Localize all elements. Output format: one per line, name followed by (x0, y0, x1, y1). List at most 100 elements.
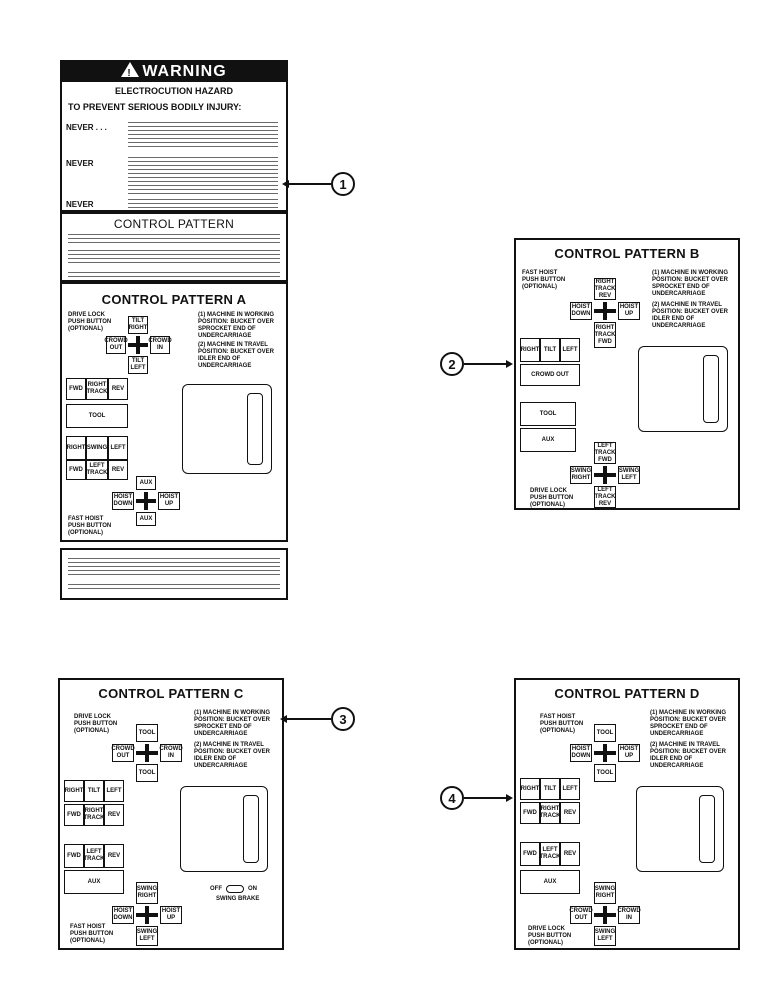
key-left: LEFT (560, 778, 580, 800)
key-left-track: LEFT TRACK (540, 842, 561, 866)
key-tilt: TILT (540, 778, 560, 800)
leader-line (289, 183, 331, 185)
key-right: RIGHT (520, 778, 540, 800)
fast-hoist-note: FAST HOIST PUSH BUTTON (OPTIONAL) (70, 924, 114, 944)
travel-position-note: (2) MACHINE IN TRAVEL POSITION: BUCKET O… (650, 742, 727, 769)
leader-line (464, 797, 506, 799)
travel-position-note: (2) MACHINE IN TRAVEL POSITION: BUCKET O… (194, 742, 271, 769)
notice-text (68, 234, 280, 244)
fast-hoist-note: FAST HOIST PUSH BUTTON (OPTIONAL) (522, 270, 566, 290)
key-crowd-out: CROWD OUT (569, 906, 593, 924)
key-aux: AUX (64, 870, 124, 894)
key-hoist-up: HOIST UP (618, 302, 640, 320)
pattern-b-title: CONTROL PATTERN B (554, 246, 700, 261)
joystick-cross-icon (136, 744, 158, 762)
key-right-track: RIGHT TRACK (84, 804, 105, 826)
key-right: RIGHT (520, 338, 540, 362)
key-hoist-up: HOIST UP (160, 906, 182, 924)
swing-brake-label: SWING BRAKE (216, 896, 260, 902)
notice-text (68, 272, 280, 278)
operator-seat-icon (182, 384, 272, 474)
pattern-a-title: CONTROL PATTERN A (101, 292, 247, 307)
notice-text (68, 558, 280, 576)
fast-hoist-note: FAST HOIST PUSH BUTTON (OPTIONAL) (540, 714, 584, 734)
key-aux: AUX (520, 428, 576, 452)
drive-lock-note: DRIVE LOCK PUSH BUTTON (OPTIONAL) (530, 488, 574, 508)
warning-text (128, 122, 278, 150)
drive-lock-note: DRIVE LOCK PUSH BUTTON (OPTIONAL) (74, 714, 118, 734)
key-tilt-left: TILT LEFT (128, 356, 148, 374)
key-hoist-down: HOIST DOWN (570, 744, 592, 762)
warning-decal: WARNING ELECTROCUTION HAZARD TO PREVENT … (60, 60, 288, 212)
callout-3: 3 (331, 707, 355, 731)
key-swing: SWING (86, 436, 108, 460)
key-fwd: FWD (64, 804, 84, 826)
key-out: CROWD OUT (520, 364, 580, 386)
key-left: LEFT (560, 338, 580, 362)
key-right: RIGHT (64, 780, 84, 802)
key-tool: TOOL (66, 404, 128, 428)
key-right-track-rev: RIGHT TRACK REV (594, 278, 616, 300)
key-left: LEFT (104, 780, 124, 802)
operator-seat-icon (636, 786, 724, 872)
key-tilt-right: TILT RIGHT (128, 316, 148, 334)
drive-lock-note: DRIVE LOCK PUSH BUTTON (OPTIONAL) (68, 312, 112, 332)
key-rev: REV (560, 802, 580, 824)
key-hoist-up: HOIST UP (158, 492, 180, 510)
notice-text (68, 584, 280, 590)
key-crowd-out: CROWD OUT (111, 744, 135, 762)
key-rev: REV (108, 378, 128, 400)
joystick-cross-icon (136, 906, 158, 924)
key-crowd-in: CROWD IN (159, 744, 183, 762)
pattern-c-title: CONTROL PATTERN C (98, 686, 244, 701)
key-swing-right: SWING RIGHT (570, 466, 592, 484)
key-aux: AUX (520, 870, 580, 894)
key-left-track: LEFT TRACK (86, 460, 108, 480)
drive-lock-note: DRIVE LOCK PUSH BUTTON (OPTIONAL) (528, 926, 572, 946)
control-pattern-d: CONTROL PATTERN D FAST HOIST PUSH BUTTON… (514, 678, 740, 950)
key-swing-right: SWING RIGHT (594, 882, 616, 904)
key-hoist-down: HOIST DOWN (112, 906, 134, 924)
key-left: LEFT (108, 436, 128, 460)
operator-seat-icon (180, 786, 268, 872)
key-left-track-fwd: LEFT TRACK FWD (594, 442, 616, 464)
key-crowd-in: CROWD IN (148, 336, 172, 354)
notice-title: CONTROL PATTERN (113, 217, 235, 231)
swing-brake-off: OFF (210, 886, 222, 892)
key-fwd: FWD (64, 844, 84, 868)
pattern-d-title: CONTROL PATTERN D (554, 686, 700, 701)
key-aux: AUX (136, 512, 156, 526)
warning-triangle-icon (121, 62, 140, 84)
key-rev: REV (104, 804, 124, 826)
key-fwd: FWD (520, 802, 540, 824)
working-position-note: (1) MACHINE IN WORKING POSITION: BUCKET … (198, 312, 275, 339)
key-right-track: RIGHT TRACK (540, 802, 561, 824)
key-rev: REV (108, 460, 128, 480)
key-crowd-out: CROWD OUT (104, 336, 128, 354)
leader-arrow-icon (506, 794, 513, 802)
joystick-cross-icon (594, 744, 616, 762)
key-swing-right: SWING RIGHT (136, 882, 158, 904)
joystick-cross-icon (128, 336, 148, 354)
key-tool: TOOL (594, 724, 616, 742)
key-hoist-down: HOIST DOWN (570, 302, 592, 320)
key-tool: TOOL (136, 764, 158, 782)
never-label: NEVER (66, 159, 94, 168)
never-label: NEVER (66, 200, 94, 209)
travel-position-note: (2) MACHINE IN TRAVEL POSITION: BUCKET O… (198, 342, 275, 369)
key-tilt: TILT (84, 780, 104, 802)
control-pattern-notice: CONTROL PATTERN (60, 212, 288, 282)
key-swing-left: SWING LEFT (136, 926, 158, 946)
key-rev: REV (560, 842, 580, 866)
fast-hoist-note: FAST HOIST PUSH BUTTON (OPTIONAL) (68, 516, 112, 536)
key-tool: TOOL (520, 402, 576, 426)
key-fwd: FWD (66, 378, 86, 400)
key-left-track-rev: LEFT TRACK REV (594, 486, 616, 508)
leader-arrow-icon (282, 180, 289, 188)
key-right-track: RIGHT TRACK (86, 378, 108, 400)
key-tool: TOOL (594, 764, 616, 782)
key-tilt: TILT (540, 338, 560, 362)
joystick-cross-icon (136, 492, 156, 510)
callout-2: 2 (440, 352, 464, 376)
key-aux: AUX (136, 476, 156, 490)
